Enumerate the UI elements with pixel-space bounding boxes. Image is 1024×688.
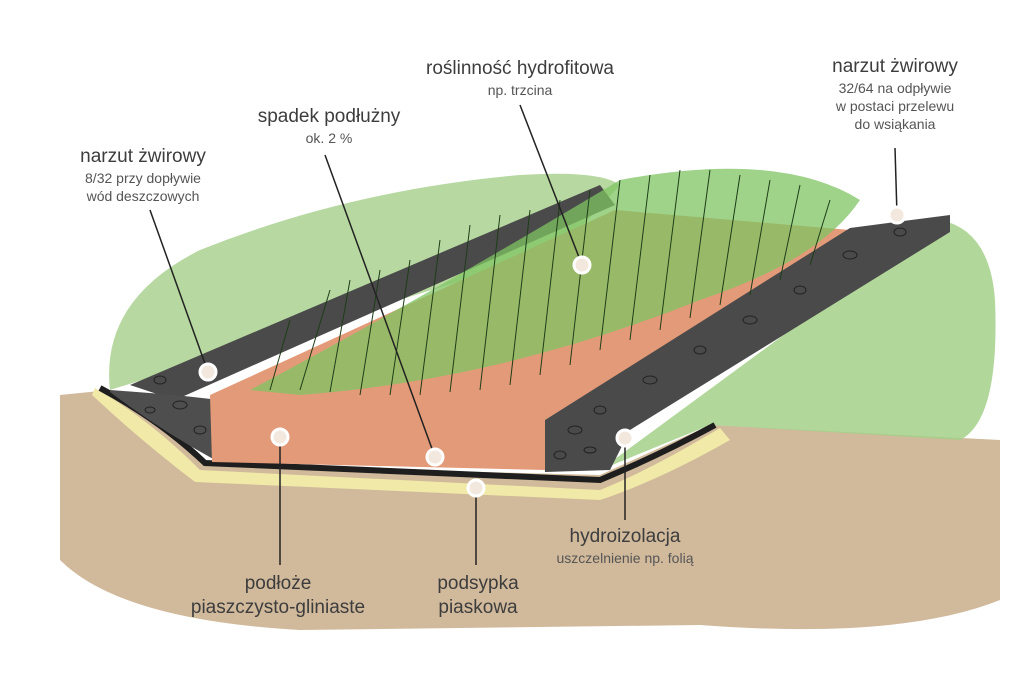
label-sub: np. trzcina [487,82,553,98]
label-gravel-inlet: narzut żwirowy 8/32 przy dopływie wód de… [80,145,206,205]
label-title: roślinność hydrofitowa [426,58,614,79]
label-title: piaskowa [438,597,518,618]
label-vegetation: roślinność hydrofitowa np. trzcina [426,57,614,99]
label-sub: uszczelnienie np. folią [556,550,694,566]
gravel-right-strip [545,215,950,472]
label-substrate: podłoże piaszczysto-gliniaste [191,572,365,620]
label-sub: 32/64 na odpływie [838,80,952,96]
label-title: narzut żwirowy [80,146,206,167]
label-slope: spadek podłużny ok. 2 % [258,105,401,147]
label-title: podsypka [437,573,519,594]
label-waterproofing: hydroizolacja uszczelnienie np. folią [557,525,694,567]
leader-lines [149,104,898,565]
marker-dot [615,428,635,448]
label-sub: do wsiąkania [854,116,936,132]
label-sand-bed: podsypka piaskowa [437,572,518,620]
label-gravel-outlet: narzut żwirowy 32/64 na odpływie w posta… [832,55,958,133]
marker-dot [198,362,218,382]
label-title: piaszczysto-gliniaste [190,597,366,618]
label-sub: w postaci przelewu [835,98,955,114]
gravel-back-edge [130,185,615,400]
reed-vegetation [250,168,860,396]
grass-surface-right [600,220,996,470]
label-title: narzut żwirowy [832,56,958,77]
marker-dot [270,427,290,447]
gravel-left-end [110,390,220,460]
label-sub: 8/32 przy dopływie [85,170,201,186]
label-sub: wód deszczowych [86,188,200,204]
label-title: podłoże [244,573,312,594]
marker-dot [425,447,445,467]
marker-dot [887,205,907,225]
marker-dot [572,255,592,275]
grass-surface [109,173,620,390]
gravel-texture [144,227,907,460]
label-title: spadek podłużny [257,106,401,127]
label-title: hydroizolacja [569,526,681,547]
label-sub: ok. 2 % [305,130,353,146]
marker-dots [198,205,907,498]
marker-dot [466,478,486,498]
soil-section [60,390,1000,630]
